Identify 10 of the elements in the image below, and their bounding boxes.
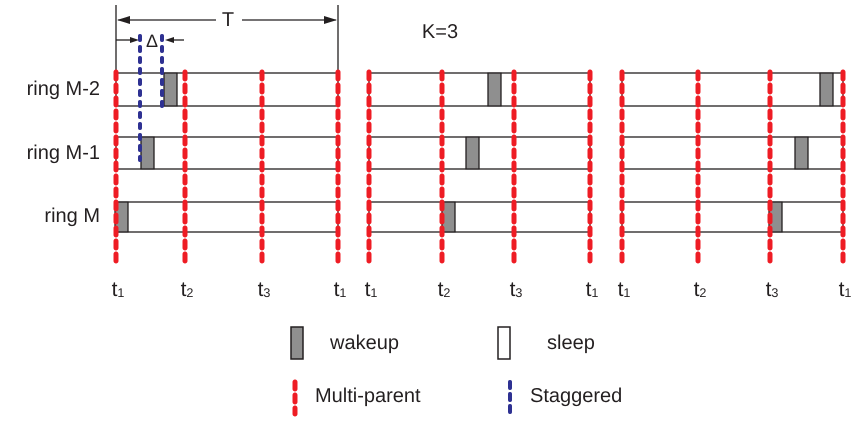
parameter-label: K=3 [422,22,458,42]
row-label: ring M-1 [26,143,100,163]
legend-label: sleep [547,333,595,353]
legend-label: Staggered [530,386,622,406]
row-label: ring M-2 [26,79,100,99]
legend-label: wakeup [330,333,399,353]
legend-label: Multi-parent [315,386,421,406]
dimension-label: Δ [146,32,158,50]
dimension-label: T [222,10,234,30]
row-label: ring M [44,206,100,226]
